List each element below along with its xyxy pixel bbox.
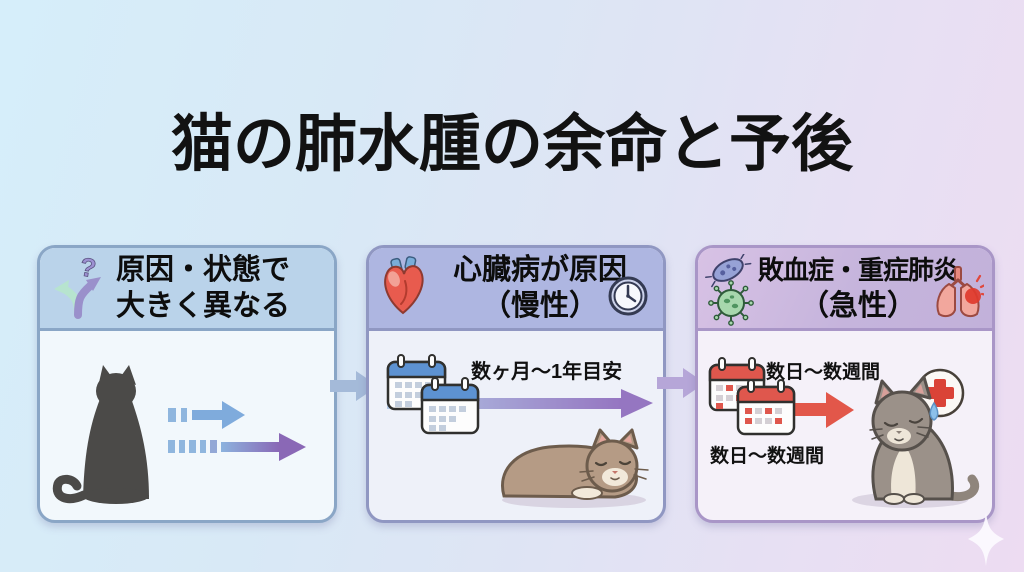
card-varies-title-line2: 大きく異なる	[116, 290, 291, 322]
card-chronic-title-line2: （慢性）	[481, 290, 598, 322]
card-acute-title-line1: 敗血症・重症肺炎	[758, 255, 959, 285]
calendar-red-2	[736, 379, 796, 436]
chronic-timeline-illustration	[386, 354, 653, 508]
sick-cat-illustration	[852, 375, 980, 508]
microbes-icons	[704, 252, 758, 331]
bacteria-icon	[705, 252, 752, 288]
card-heart-disease-chronic: 心臓病が原因 （慢性）	[366, 245, 666, 523]
acute-timeline-label-bottom: 数日～数週間	[710, 446, 825, 467]
black-cat-silhouette	[52, 365, 149, 504]
days-timeline-arrow	[786, 392, 854, 428]
cat-silhouette-illustration	[52, 365, 306, 504]
card-acute-title-line2: （急性）	[800, 290, 917, 322]
svg-text:?: ?	[78, 251, 99, 283]
card-varies-body	[40, 331, 334, 520]
card-acute-header: 敗血症・重症肺炎 （急性）	[698, 248, 992, 331]
inflamed-lungs-icon	[932, 265, 990, 324]
calendar-blue-1	[386, 354, 447, 411]
acute-timeline-illustration	[708, 357, 980, 508]
heart-icon	[379, 253, 427, 324]
chronic-timeline-label: 数ヶ月～1年目安	[471, 361, 623, 383]
virus-icon	[708, 280, 754, 326]
acute-timeline-label-top: 数日～数週間	[766, 362, 881, 383]
connector-arrow-2	[657, 368, 705, 398]
card-acute-title: 敗血症・重症肺炎 （急性）	[708, 252, 992, 324]
card-chronic-title-line1: 心臓病が原因	[452, 254, 627, 286]
card-acute-body: 数日～数週間 数日～数週間	[698, 331, 992, 520]
card-varies-header: ? 原因・状態で 大きく異なる	[40, 248, 334, 331]
card-chronic-title: 心臓病が原因 （慢性）	[427, 252, 653, 324]
long-timeline-arrow	[168, 433, 306, 461]
card-varies-title-line1: 原因・状態で	[116, 254, 291, 286]
months-timeline-arrow	[387, 389, 653, 418]
page-title: 猫の肺水腫の余命と予後	[170, 110, 853, 179]
short-timeline-arrow	[168, 401, 245, 429]
branching-arrows-question-icon: ?	[50, 250, 108, 326]
card-sepsis-pneumonia-acute: 敗血症・重症肺炎 （急性）	[695, 245, 995, 523]
sleeping-cat-illustration	[501, 428, 649, 508]
card-varies-by-cause: ? 原因・状態で 大きく異なる	[37, 245, 337, 523]
medical-cross-icon	[915, 368, 965, 418]
card-chronic-header: 心臓病が原因 （慢性）	[369, 248, 663, 331]
card-chronic-body: 数ヶ月～1年目安	[369, 331, 663, 520]
calendar-blue-2	[420, 377, 480, 435]
sparkle-icon	[968, 512, 1004, 566]
card-varies-title: 原因・状態で 大きく異なる	[108, 252, 324, 324]
clock-icon	[607, 275, 649, 322]
